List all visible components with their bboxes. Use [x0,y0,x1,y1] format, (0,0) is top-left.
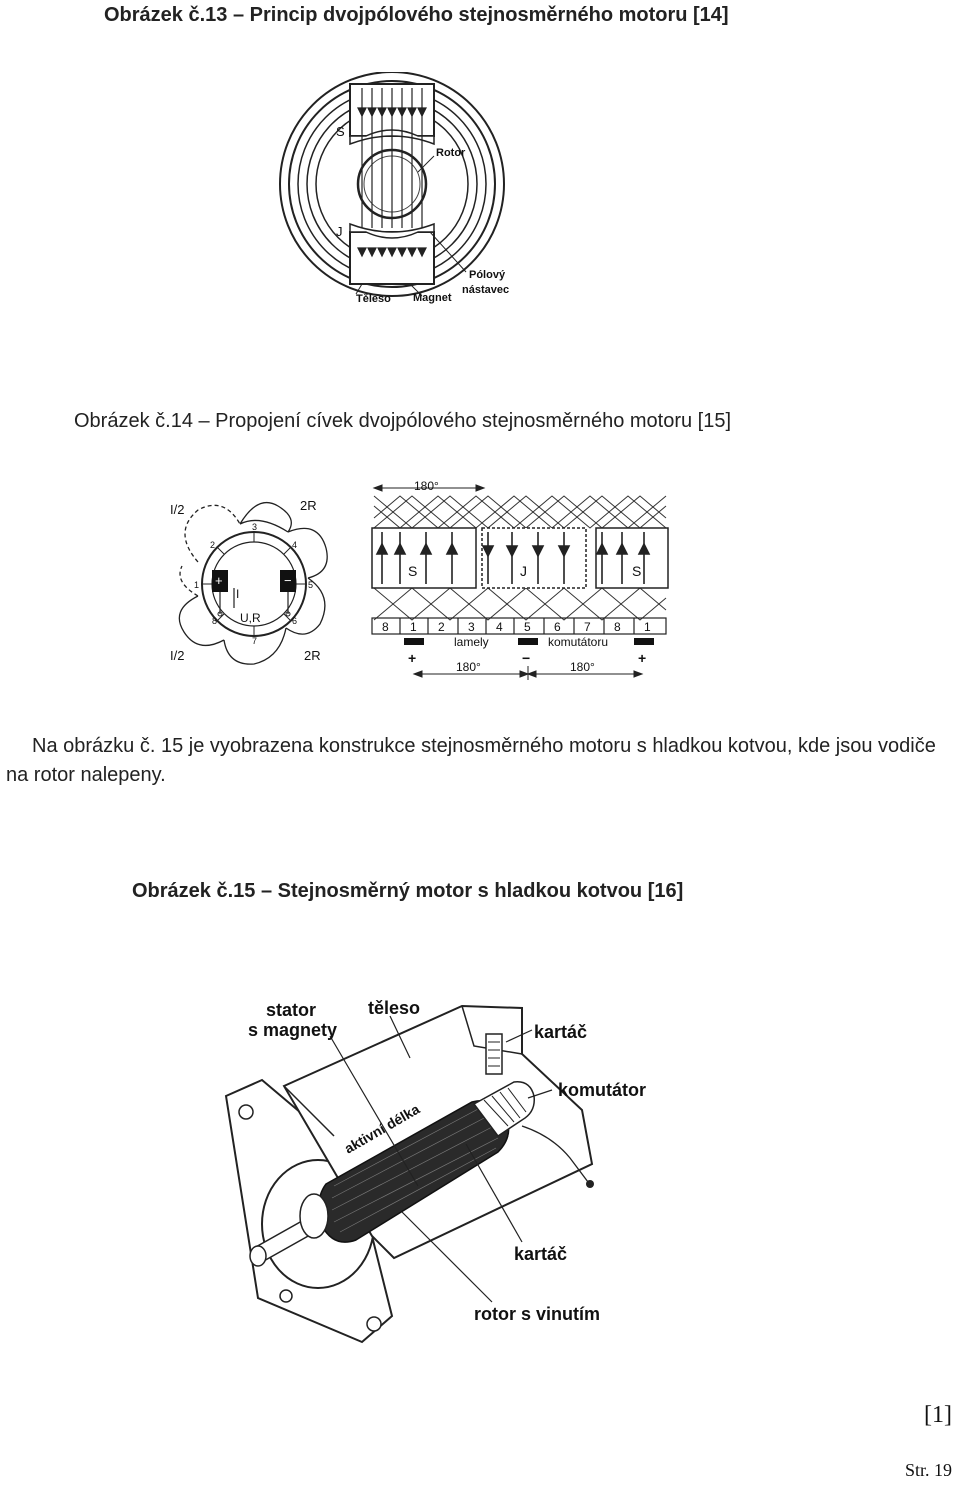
figure-14-winding-scheme-diagram: 180° S J S [352,470,670,686]
commutator-segment: 8 [614,620,621,634]
page-number: Str. 19 [904,1460,952,1480]
resistance-bottom: 2R [304,648,321,663]
commutator-segment: 4 [496,620,503,634]
label-komutator: komutátor [558,1080,646,1100]
degree-bottom-left-label: 180° [456,660,481,674]
commutator-segment: 7 [584,620,591,634]
segment-number: 1 [194,580,199,590]
segment-number: 8 [212,616,217,626]
label-stator: stator [266,1000,316,1020]
current-label: I [236,587,239,601]
komutatoru-label: komutátoru [548,635,608,649]
commutator-segment: 2 [438,620,445,634]
label-j: J [336,224,343,239]
label-kartac-bottom: kartáč [514,1244,567,1264]
label-kartac-top: kartáč [534,1022,587,1042]
label-rotor-s-vinutim: rotor s vinutím [474,1304,600,1324]
label-magnet: Magnet [413,292,452,304]
label-s-magnety: s magnety [248,1020,337,1040]
brush-plus-right: + [638,650,646,666]
pole-j: J [520,563,527,579]
commutator-segment: 8 [382,620,389,634]
body-paragraph: Na obrázku č. 15 je vyobrazena konstrukc… [6,735,936,786]
left-brush-plus: + [215,573,223,588]
segment-number: 6 [292,616,297,626]
segment-number: 5 [308,580,313,590]
voltage-resistance-label: U,R [240,611,261,625]
segment-number: 2 [210,540,215,550]
segment-number: 3 [252,522,257,532]
label-teleso: Těleso [356,293,391,305]
current-half-top: I/2 [170,502,184,517]
segment-number: 7 [252,636,257,646]
degree-top-label: 180° [414,479,439,493]
reference-marker: [1] [924,1402,952,1428]
figure-15-caption: Obrázek č.15 – Stejnosměrný motor s hlad… [132,880,684,902]
pole-s-right: S [632,563,641,579]
right-brush-minus: − [284,573,292,588]
label-nastavec: nástavec [462,284,509,296]
current-half-bottom: I/2 [170,648,184,663]
figure-15-smooth-armature-motor-drawing: stator s magnety těleso kartáč komutátor… [222,986,672,1358]
figure-14-coil-connection-diagram: + − 1 2 3 4 5 6 7 8 I U,R I/2 I/2 2R 2R [168,492,340,676]
figure-14-caption: Obrázek č.14 – Propojení cívek dvojpólov… [74,410,732,432]
label-s: S [336,124,345,139]
lamely-label: lamely [454,635,489,649]
degree-bottom-right-label: 180° [570,660,595,674]
commutator-segment: 1 [644,620,651,634]
resistance-top: 2R [300,498,317,513]
label-polovy: Pólový [469,269,506,281]
figure-13-motor-principle-diagram: S J Rotor Těleso Magnet Pólový nástavec [270,72,530,312]
segment-number: 4 [292,540,297,550]
commutator-segment: 5 [524,620,531,634]
pole-s-left: S [408,563,417,579]
label-rotor: Rotor [436,147,466,159]
label-teleso: těleso [368,998,420,1018]
commutator-segment: 6 [554,620,561,634]
commutator-segment: 3 [468,620,475,634]
commutator-segment: 1 [410,620,417,634]
brush-plus-left: + [408,650,416,666]
figure-13-caption: Obrázek č.13 – Princip dvojpólového stej… [104,4,729,26]
brush-minus-middle: − [522,650,530,666]
